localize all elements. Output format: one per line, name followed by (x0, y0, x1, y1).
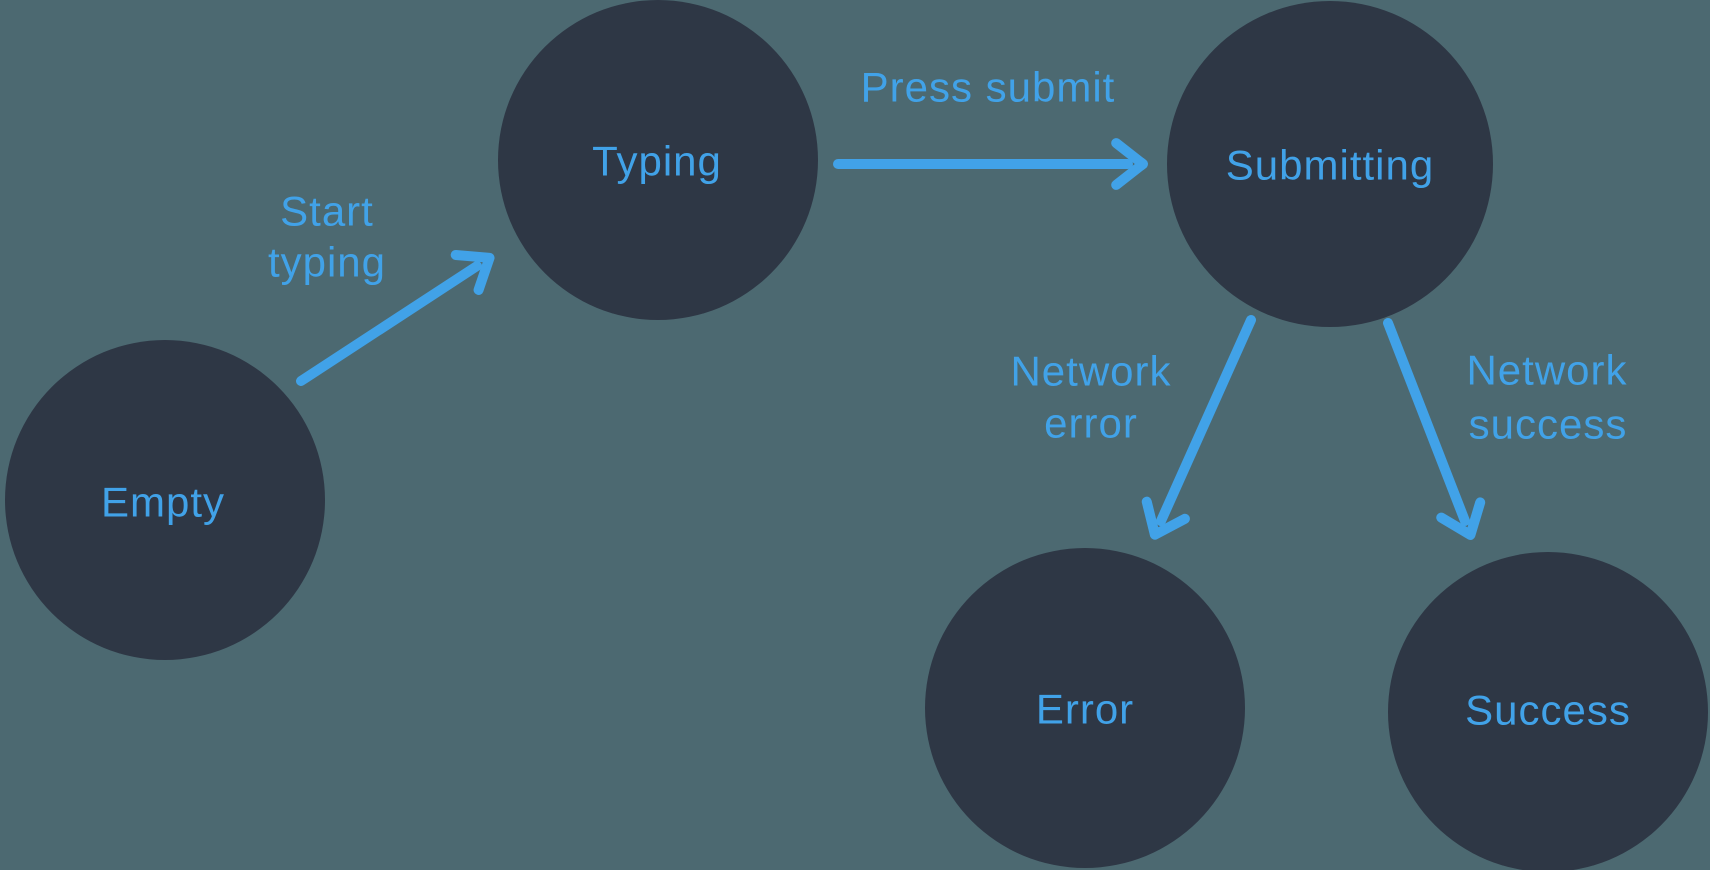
transition-label: Network (1010, 348, 1171, 395)
state-label-typing: Typing (592, 138, 722, 185)
state-circle-submitting (1167, 1, 1493, 327)
state-circle-success (1388, 552, 1708, 870)
transition-typing-submitting: Press submit (833, 64, 1148, 190)
state-node-error: Error (925, 548, 1245, 868)
state-node-empty: Empty (5, 340, 325, 660)
state-node-success: Success (1388, 552, 1708, 870)
transition-arrow-start-typing (296, 249, 495, 386)
state-label-empty: Empty (101, 479, 225, 526)
state-label-success: Success (1465, 687, 1631, 734)
transition-label: typing (268, 239, 386, 286)
state-node-submitting: Submitting (1167, 1, 1493, 327)
transition-label: Press submit (861, 64, 1116, 111)
transition-label: Network (1466, 347, 1627, 394)
transition-submitting-success: Network success (1383, 318, 1628, 540)
state-node-typing: Typing (498, 0, 818, 320)
transition-label: error (1044, 400, 1138, 447)
transition-label: success (1469, 401, 1628, 448)
transition-arrow-network-error (1141, 315, 1256, 540)
transition-label: Start (280, 188, 374, 235)
transition-submitting-error: Network error (1010, 315, 1256, 540)
transition-arrow-network-success (1383, 318, 1486, 540)
state-label-submitting: Submitting (1226, 142, 1434, 189)
state-circle-typing (498, 0, 818, 320)
state-circle-error (925, 548, 1245, 868)
state-label-error: Error (1036, 686, 1134, 733)
state-circle-empty (5, 340, 325, 660)
transition-empty-typing: Start typing (268, 188, 495, 386)
